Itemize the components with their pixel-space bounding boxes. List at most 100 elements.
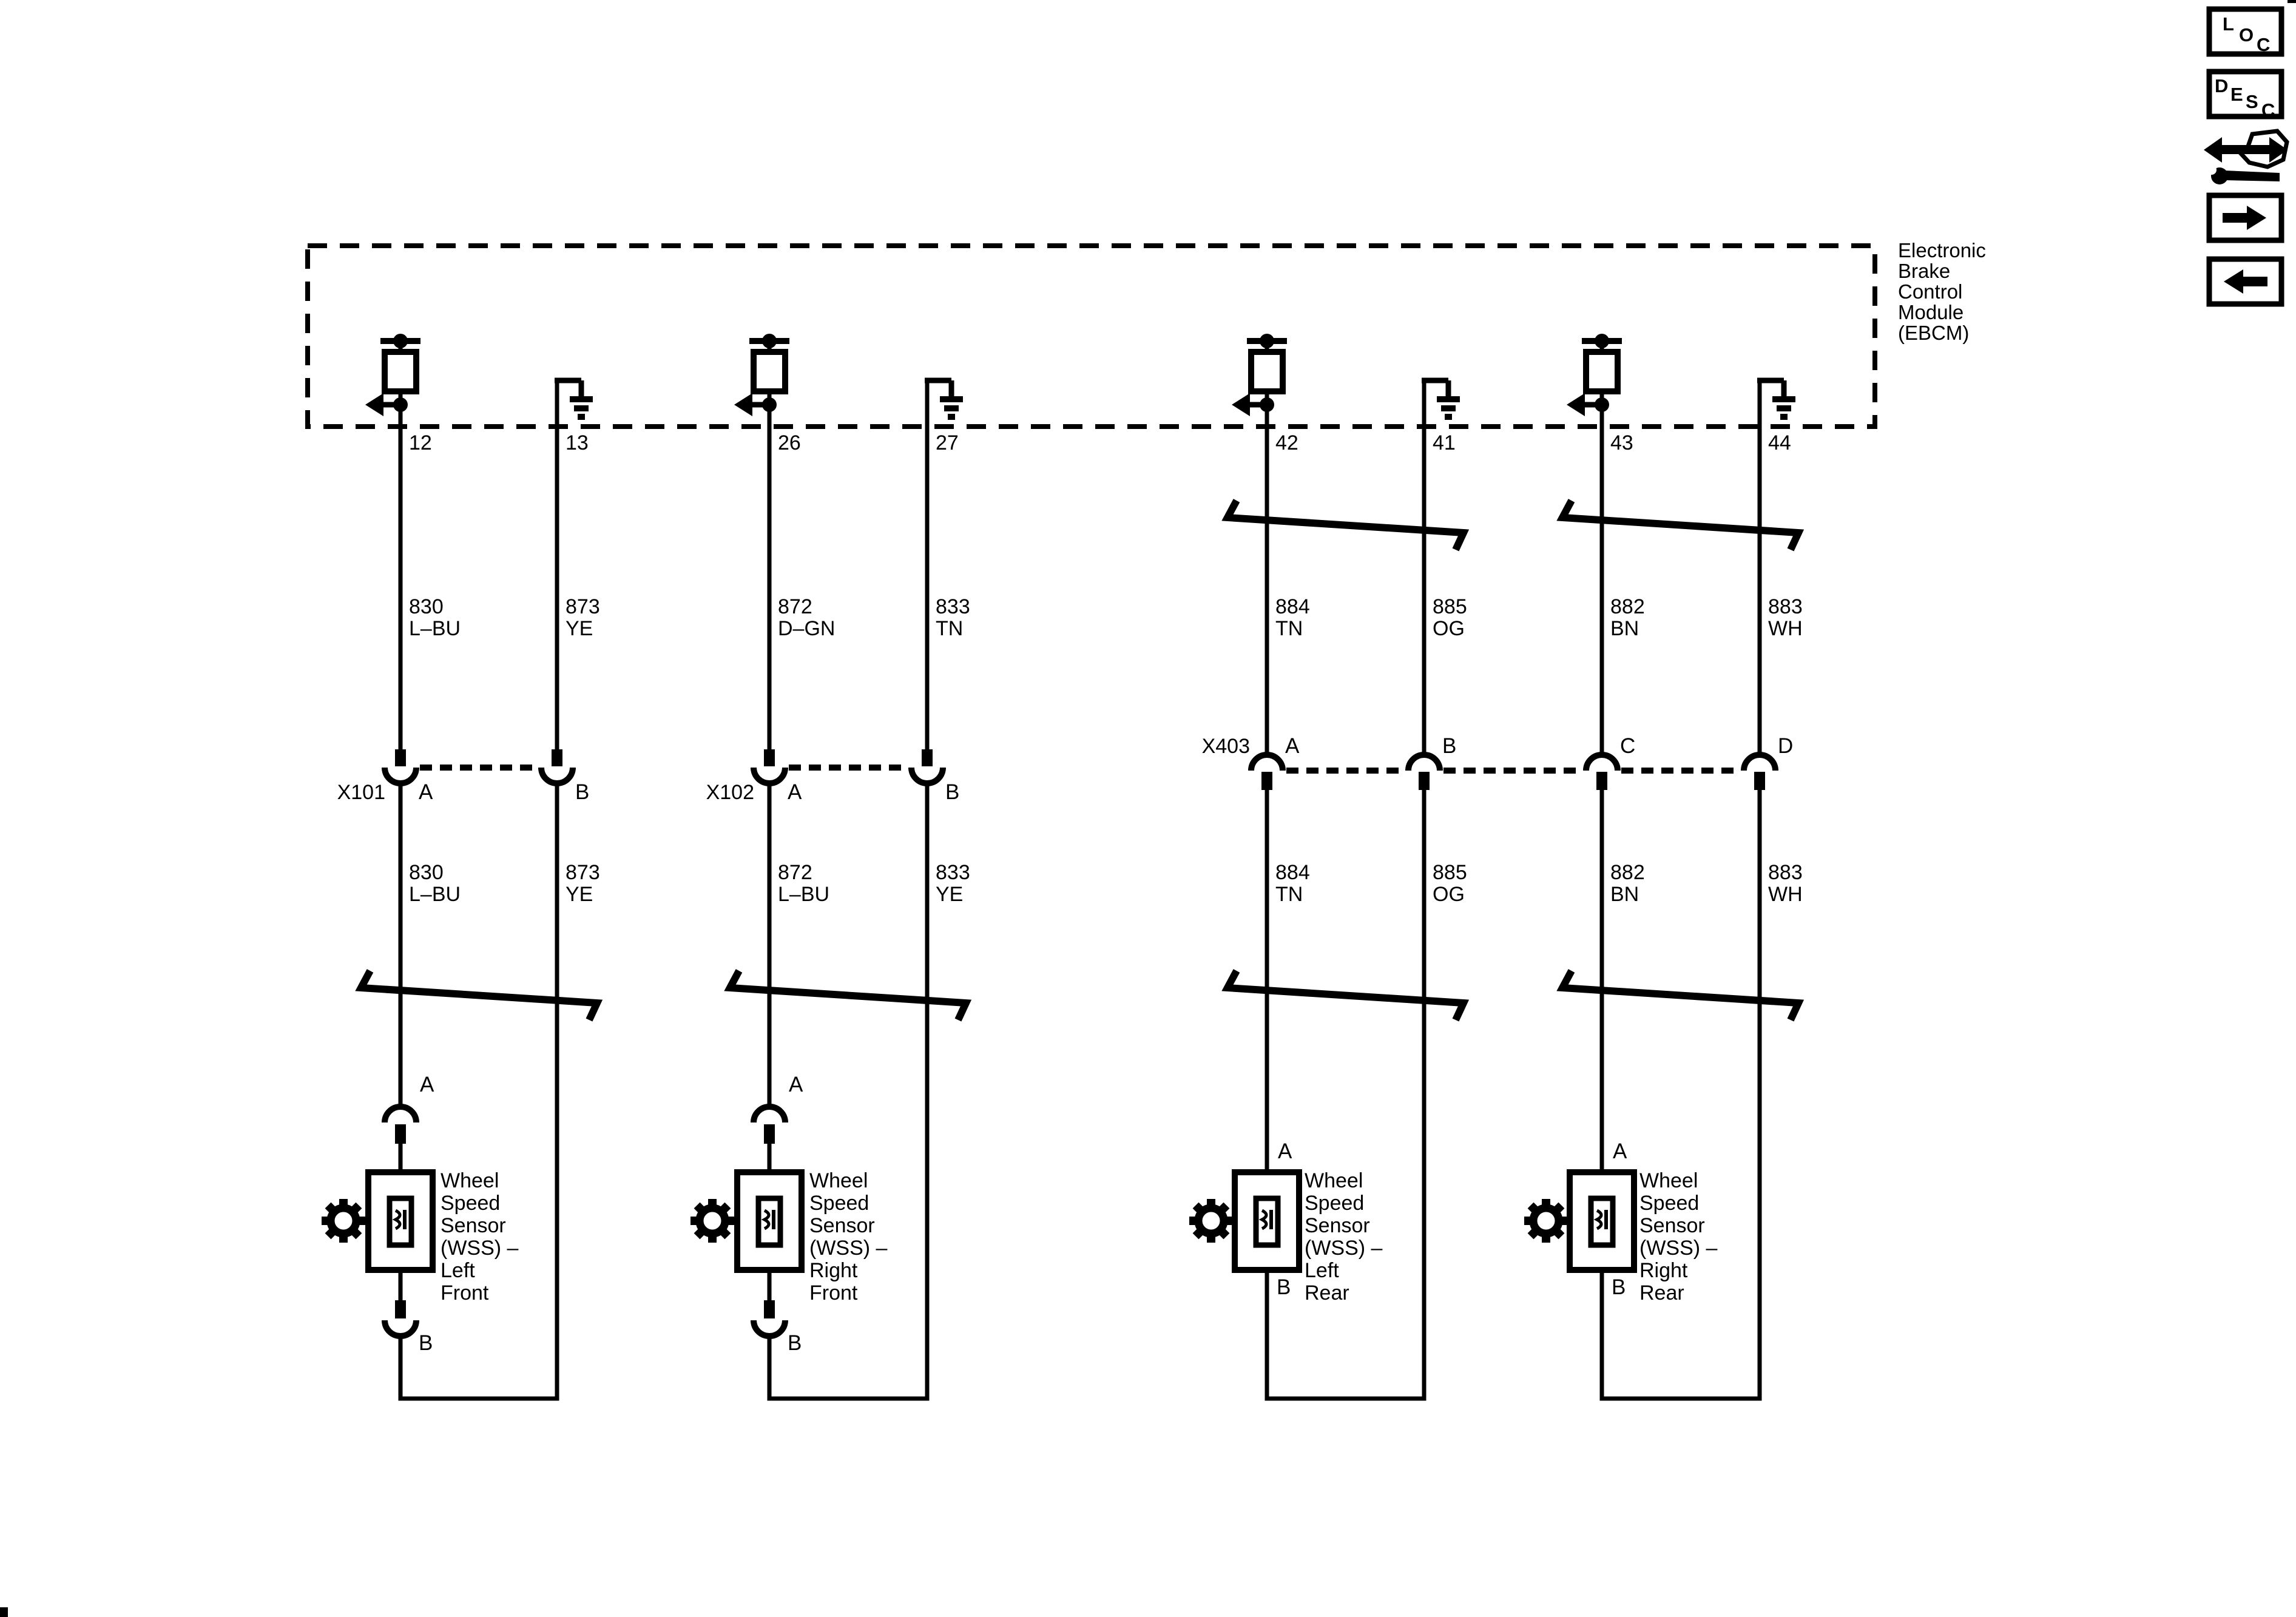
x403-terminal-b <box>1408 755 1440 790</box>
rf-sensor-pin-a-connector <box>754 1107 785 1144</box>
twist-marker-lf <box>361 971 597 1020</box>
rf-pin-b-label: B <box>788 1331 802 1355</box>
connector-x403-label: X403 <box>1201 735 1250 758</box>
desc-letter-c: C <box>2261 100 2275 121</box>
wire-label-882-lower: 882 BN <box>1610 861 1645 906</box>
connector-x102-symbol <box>754 749 943 783</box>
pin-26: 26 <box>778 431 801 454</box>
circuit-wires <box>398 427 1762 1401</box>
x403-pin-c-label: C <box>1620 734 1636 758</box>
twist-marker-rf <box>730 971 966 1020</box>
x403-pin-a-label: A <box>1285 734 1300 758</box>
desc-button[interactable] <box>2206 69 2284 120</box>
wire-label-833-lower: 833 YE <box>936 861 970 906</box>
wss-right-front-label: Wheel Speed Sensor (WSS) – Right Front <box>809 1169 888 1305</box>
connector-x102-label: X102 <box>706 781 754 804</box>
wss-right-rear-symbol <box>1570 1172 1634 1270</box>
rr-pin-a-label: A <box>1613 1139 1627 1163</box>
wire-pair-right-rear <box>1599 427 1762 1401</box>
forward-arrow-button[interactable] <box>2206 192 2284 243</box>
twist-marker-rr-lower <box>1562 971 1798 1020</box>
toolbar <box>2204 6 2289 307</box>
wire-pair-left-front <box>398 427 559 1401</box>
wire-label-884-upper: 884 TN <box>1275 595 1310 640</box>
lf-pin-b-label: B <box>419 1331 433 1355</box>
x102-terminal-a <box>754 749 785 783</box>
wss-right-rear-label: Wheel Speed Sensor (WSS) – Right Rear <box>1639 1169 1718 1305</box>
pin-44: 44 <box>1768 431 1791 454</box>
loc-letter-c: C <box>2257 34 2271 55</box>
wire-label-885-upper: 885 OG <box>1433 595 1467 640</box>
pin-13: 13 <box>566 431 589 454</box>
wire-label-884-lower: 884 TN <box>1275 861 1310 906</box>
desc-letter-s: S <box>2246 91 2258 112</box>
x102-pin-b-label: B <box>945 780 960 804</box>
ebcm-pin-symbols <box>365 334 1795 427</box>
rf-sensor-pin-b-connector <box>754 1300 785 1336</box>
loc-letter-o: O <box>2239 24 2254 46</box>
twist-marker-rr-upper <box>1562 501 1798 550</box>
wire-label-883-lower: 883 WH <box>1768 861 1803 906</box>
wire-label-833-upper: 833 TN <box>936 595 970 640</box>
tone-ring-gear-icon-rr <box>1524 1199 1568 1243</box>
lf-sensor-pin-a-connector <box>385 1107 416 1144</box>
x403-terminal-c <box>1586 755 1618 790</box>
wss-right-front-symbol <box>737 1172 802 1270</box>
wss-driver-symbol-lf <box>365 334 420 427</box>
wire-label-883-upper: 883 WH <box>1768 595 1803 640</box>
desc-letter-e: E <box>2230 84 2243 105</box>
wss-left-rear-label: Wheel Speed Sensor (WSS) – Left Rear <box>1305 1169 1383 1305</box>
rr-pin-b-label: B <box>1612 1275 1626 1299</box>
wire-label-830-lower: 830 L–BU <box>409 861 461 906</box>
x403-pin-d-label: D <box>1778 734 1794 758</box>
pin-42: 42 <box>1275 431 1298 454</box>
twisted-pair-markers <box>361 501 1798 1020</box>
back-arrow-icon <box>2243 277 2267 286</box>
x403-terminal-d <box>1744 755 1775 790</box>
loc-button[interactable] <box>2206 6 2284 57</box>
x102-terminal-b <box>911 749 943 783</box>
lr-pin-a-label: A <box>1278 1139 1292 1163</box>
wire-pair-right-front <box>767 427 930 1401</box>
corner-mark-top-right <box>2288 0 2296 3</box>
wss-driver-symbol-rf <box>734 334 789 427</box>
wire-label-873-lower: 873 YE <box>566 861 600 906</box>
wss-left-front-label: Wheel Speed Sensor (WSS) – Left Front <box>441 1169 519 1305</box>
lr-pin-b-label: B <box>1277 1275 1291 1299</box>
x403-terminal-a <box>1251 755 1283 790</box>
rf-pin-a-label: A <box>789 1073 803 1096</box>
wire-label-873-upper: 873 YE <box>566 595 600 640</box>
ebcm-dashed-box <box>305 243 1877 429</box>
ground-symbol-13 <box>555 380 593 427</box>
pin-41: 41 <box>1433 431 1456 454</box>
pin-43: 43 <box>1610 431 1633 454</box>
desc-letter-d: D <box>2215 75 2229 96</box>
x101-terminal-b <box>541 749 573 783</box>
wire-label-830-upper: 830 L–BU <box>409 595 461 640</box>
component-link-tools-icon[interactable] <box>2204 129 2289 184</box>
connector-x101-symbol <box>385 749 573 783</box>
wss-left-front-symbol <box>368 1172 433 1270</box>
wire-label-882-upper: 882 BN <box>1610 595 1645 640</box>
ground-symbol-27 <box>925 380 963 427</box>
wire-label-885-lower: 885 OG <box>1433 861 1467 906</box>
wire-label-872-upper: 872 D–GN <box>778 595 836 640</box>
x101-pin-a-label: A <box>419 780 433 804</box>
wire-pair-left-rear <box>1264 427 1427 1401</box>
tone-ring-gear-icon-rf <box>690 1199 734 1243</box>
corner-mark-bottom-left <box>0 1607 8 1617</box>
ebcm-label: Electronic Brake Control Module (EBCM) <box>1898 239 1986 344</box>
back-arrow-button[interactable] <box>2206 256 2284 307</box>
lf-pin-a-label: A <box>420 1073 434 1096</box>
wss-driver-symbol-lr <box>1232 334 1287 427</box>
wss-driver-symbol-rr <box>1567 334 1622 427</box>
x102-pin-a-label: A <box>788 780 802 804</box>
forward-arrow-icon <box>2223 213 2247 223</box>
wire-label-872-lower: 872 L–BU <box>778 861 830 906</box>
loc-letter-l: L <box>2223 13 2234 35</box>
pin-12: 12 <box>409 431 432 454</box>
x101-terminal-a <box>385 749 416 783</box>
tone-ring-gear-icon-lr <box>1189 1199 1233 1243</box>
